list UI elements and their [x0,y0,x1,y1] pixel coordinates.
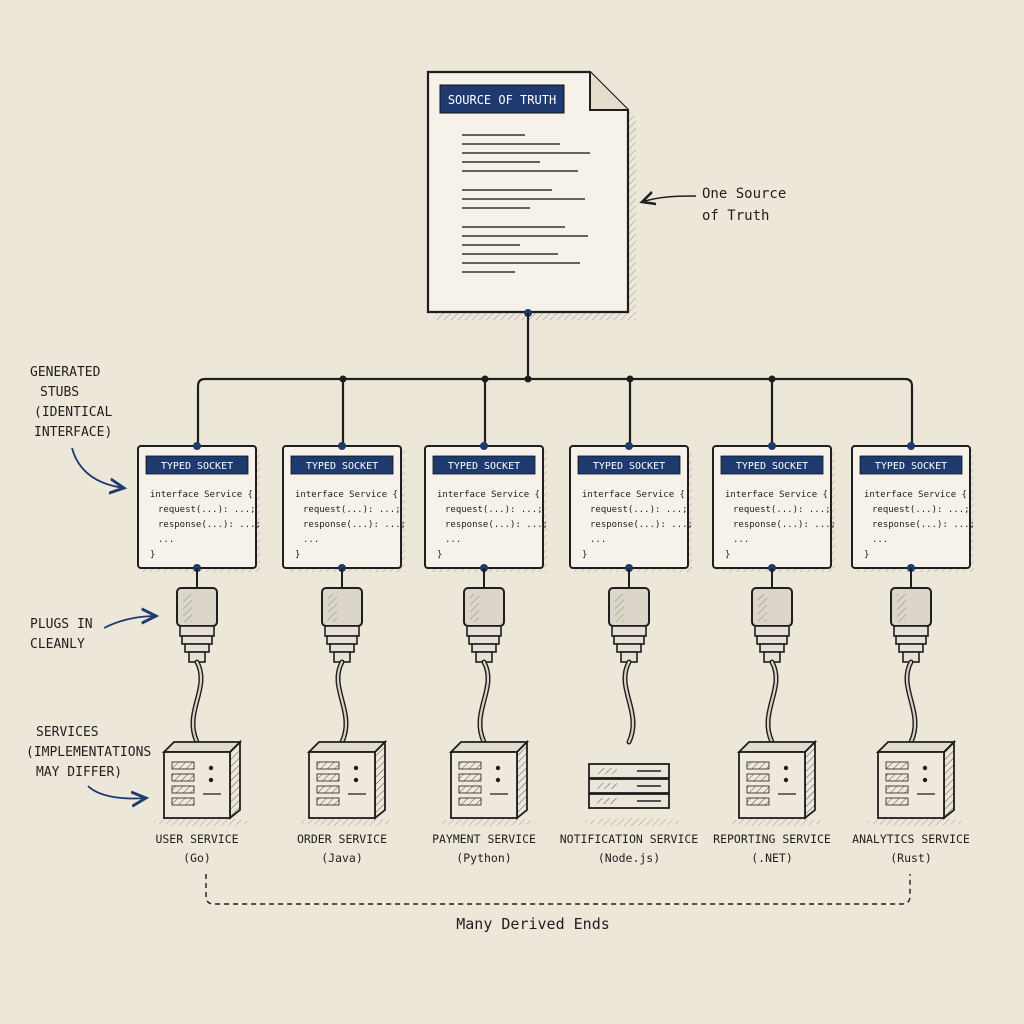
annotation-stubs-line4: INTERFACE) [34,425,112,440]
typed-socket-label: TYPED SOCKET [875,461,947,472]
typed-socket-badge [859,455,963,475]
service-language: (Java) [321,851,363,865]
typed-socket-badge [432,455,536,475]
source-document: SOURCE OF TRUTH [426,70,636,320]
plug-connector [608,568,650,663]
service-name: ANALYTICS SERVICE [852,832,970,846]
interface-code-line: response(...): ...; [303,520,406,530]
service-language: (Node.js) [598,851,660,865]
typed-socket-badge [720,455,824,475]
service-column: TYPED SOCKET interface Service { request(.… [282,442,406,865]
interface-code-line: } [295,550,300,560]
interface-code-line: ... [872,535,888,545]
annotation-source-line2: of Truth [702,208,769,224]
interface-code-line: } [864,550,869,560]
plug-connector [463,568,505,663]
plug-connector [890,568,932,663]
plug-connector [751,568,793,663]
service-name: PAYMENT SERVICE [432,832,536,846]
interface-code-line: response(...): ...; [158,520,261,530]
interface-code-line: interface Service { [295,490,398,500]
source-badge [439,84,565,114]
server-icon [867,739,963,826]
interface-code-line: request(...): ...; [733,505,831,515]
service-language: (Go) [183,851,211,865]
distribution-bus [196,309,914,446]
interface-code-line: interface Service { [864,490,967,500]
service-column: TYPED SOCKET interface Service { request(.… [560,442,699,865]
interface-code-line: ... [590,535,606,545]
service-language: (Rust) [890,851,932,865]
annotation-stubs: GENERATED STUBS (IDENTICAL INTERFACE) [30,365,124,488]
footer-brace: Many Derived Ends [205,874,911,933]
annotation-services-line2: (IMPLEMENTATIONS [26,745,151,760]
server-icon [298,739,394,826]
interface-code-line: request(...): ...; [445,505,543,515]
interface-code-line: response(...): ...; [590,520,693,530]
annotation-services-line3: MAY DIFFER) [36,765,122,780]
typed-socket-label: TYPED SOCKET [736,461,808,472]
interface-code-line: request(...): ...; [872,505,970,515]
interface-code-line: ... [445,535,461,545]
service-language: (Python) [456,851,511,865]
annotation-plugs-line1: PLUGS IN [30,617,93,632]
annotation-stubs-line1: GENERATED [30,365,101,380]
service-column: TYPED SOCKET interface Service { request(.… [712,442,836,865]
server-icon [728,739,824,826]
typed-socket-label: TYPED SOCKET [448,461,520,472]
interface-code-line: interface Service { [150,490,253,500]
interface-code-line: ... [303,535,319,545]
annotation-services: SERVICES (IMPLEMENTATIONS MAY DIFFER) [26,725,151,799]
interface-code-line: } [150,550,155,560]
service-name: REPORTING SERVICE [713,832,831,846]
plug-connector [321,568,363,663]
interface-code-line: interface Service { [725,490,828,500]
interface-code-line: request(...): ...; [590,505,688,515]
document-lines [462,134,590,273]
annotation-stubs-line3: (IDENTICAL [34,405,112,420]
typed-socket-badge [145,455,249,475]
interface-code-line: request(...): ...; [303,505,401,515]
interface-code-line: response(...): ...; [872,520,975,530]
server-icon [585,763,681,826]
typed-socket-badge [290,455,394,475]
interface-code-line: ... [158,535,174,545]
service-name: NOTIFICATION SERVICE [560,832,699,846]
service-language: (.NET) [751,851,793,865]
footer-label: Many Derived Ends [456,915,610,933]
typed-socket-label: TYPED SOCKET [593,461,665,472]
plug-connector [176,568,218,663]
annotation-plugs: PLUGS IN CLEANLY [30,616,156,652]
interface-code-line: } [725,550,730,560]
annotation-source-line1: One Source [702,186,786,202]
server-icon [153,739,249,826]
interface-code-line: ... [733,535,749,545]
source-badge-label: SOURCE OF TRUTH [448,93,556,107]
typed-socket-label: TYPED SOCKET [306,461,378,472]
server-icon [440,739,536,826]
service-column: TYPED SOCKET interface Service { request(.… [851,442,975,865]
annotation-plugs-line2: CLEANLY [30,637,85,652]
interface-code-line: response(...): ...; [733,520,836,530]
interface-code-line: interface Service { [582,490,685,500]
interface-code-line: response(...): ...; [445,520,548,530]
interface-code-line: interface Service { [437,490,540,500]
service-columns: TYPED SOCKET interface Service { request(.… [137,442,975,865]
interface-code-line: request(...): ...; [158,505,256,515]
annotation-services-line1: SERVICES [36,725,99,740]
annotation-source: One Source of Truth [642,186,786,224]
interface-code-line: } [437,550,442,560]
interface-code-line: } [582,550,587,560]
typed-socket-badge [577,455,681,475]
service-name: ORDER SERVICE [297,832,387,846]
service-name: USER SERVICE [155,832,238,846]
service-column: TYPED SOCKET interface Service { request(.… [137,442,261,865]
typed-socket-label: TYPED SOCKET [161,461,233,472]
annotation-stubs-line2: STUBS [40,385,79,400]
service-column: TYPED SOCKET interface Service { request(.… [424,442,548,865]
